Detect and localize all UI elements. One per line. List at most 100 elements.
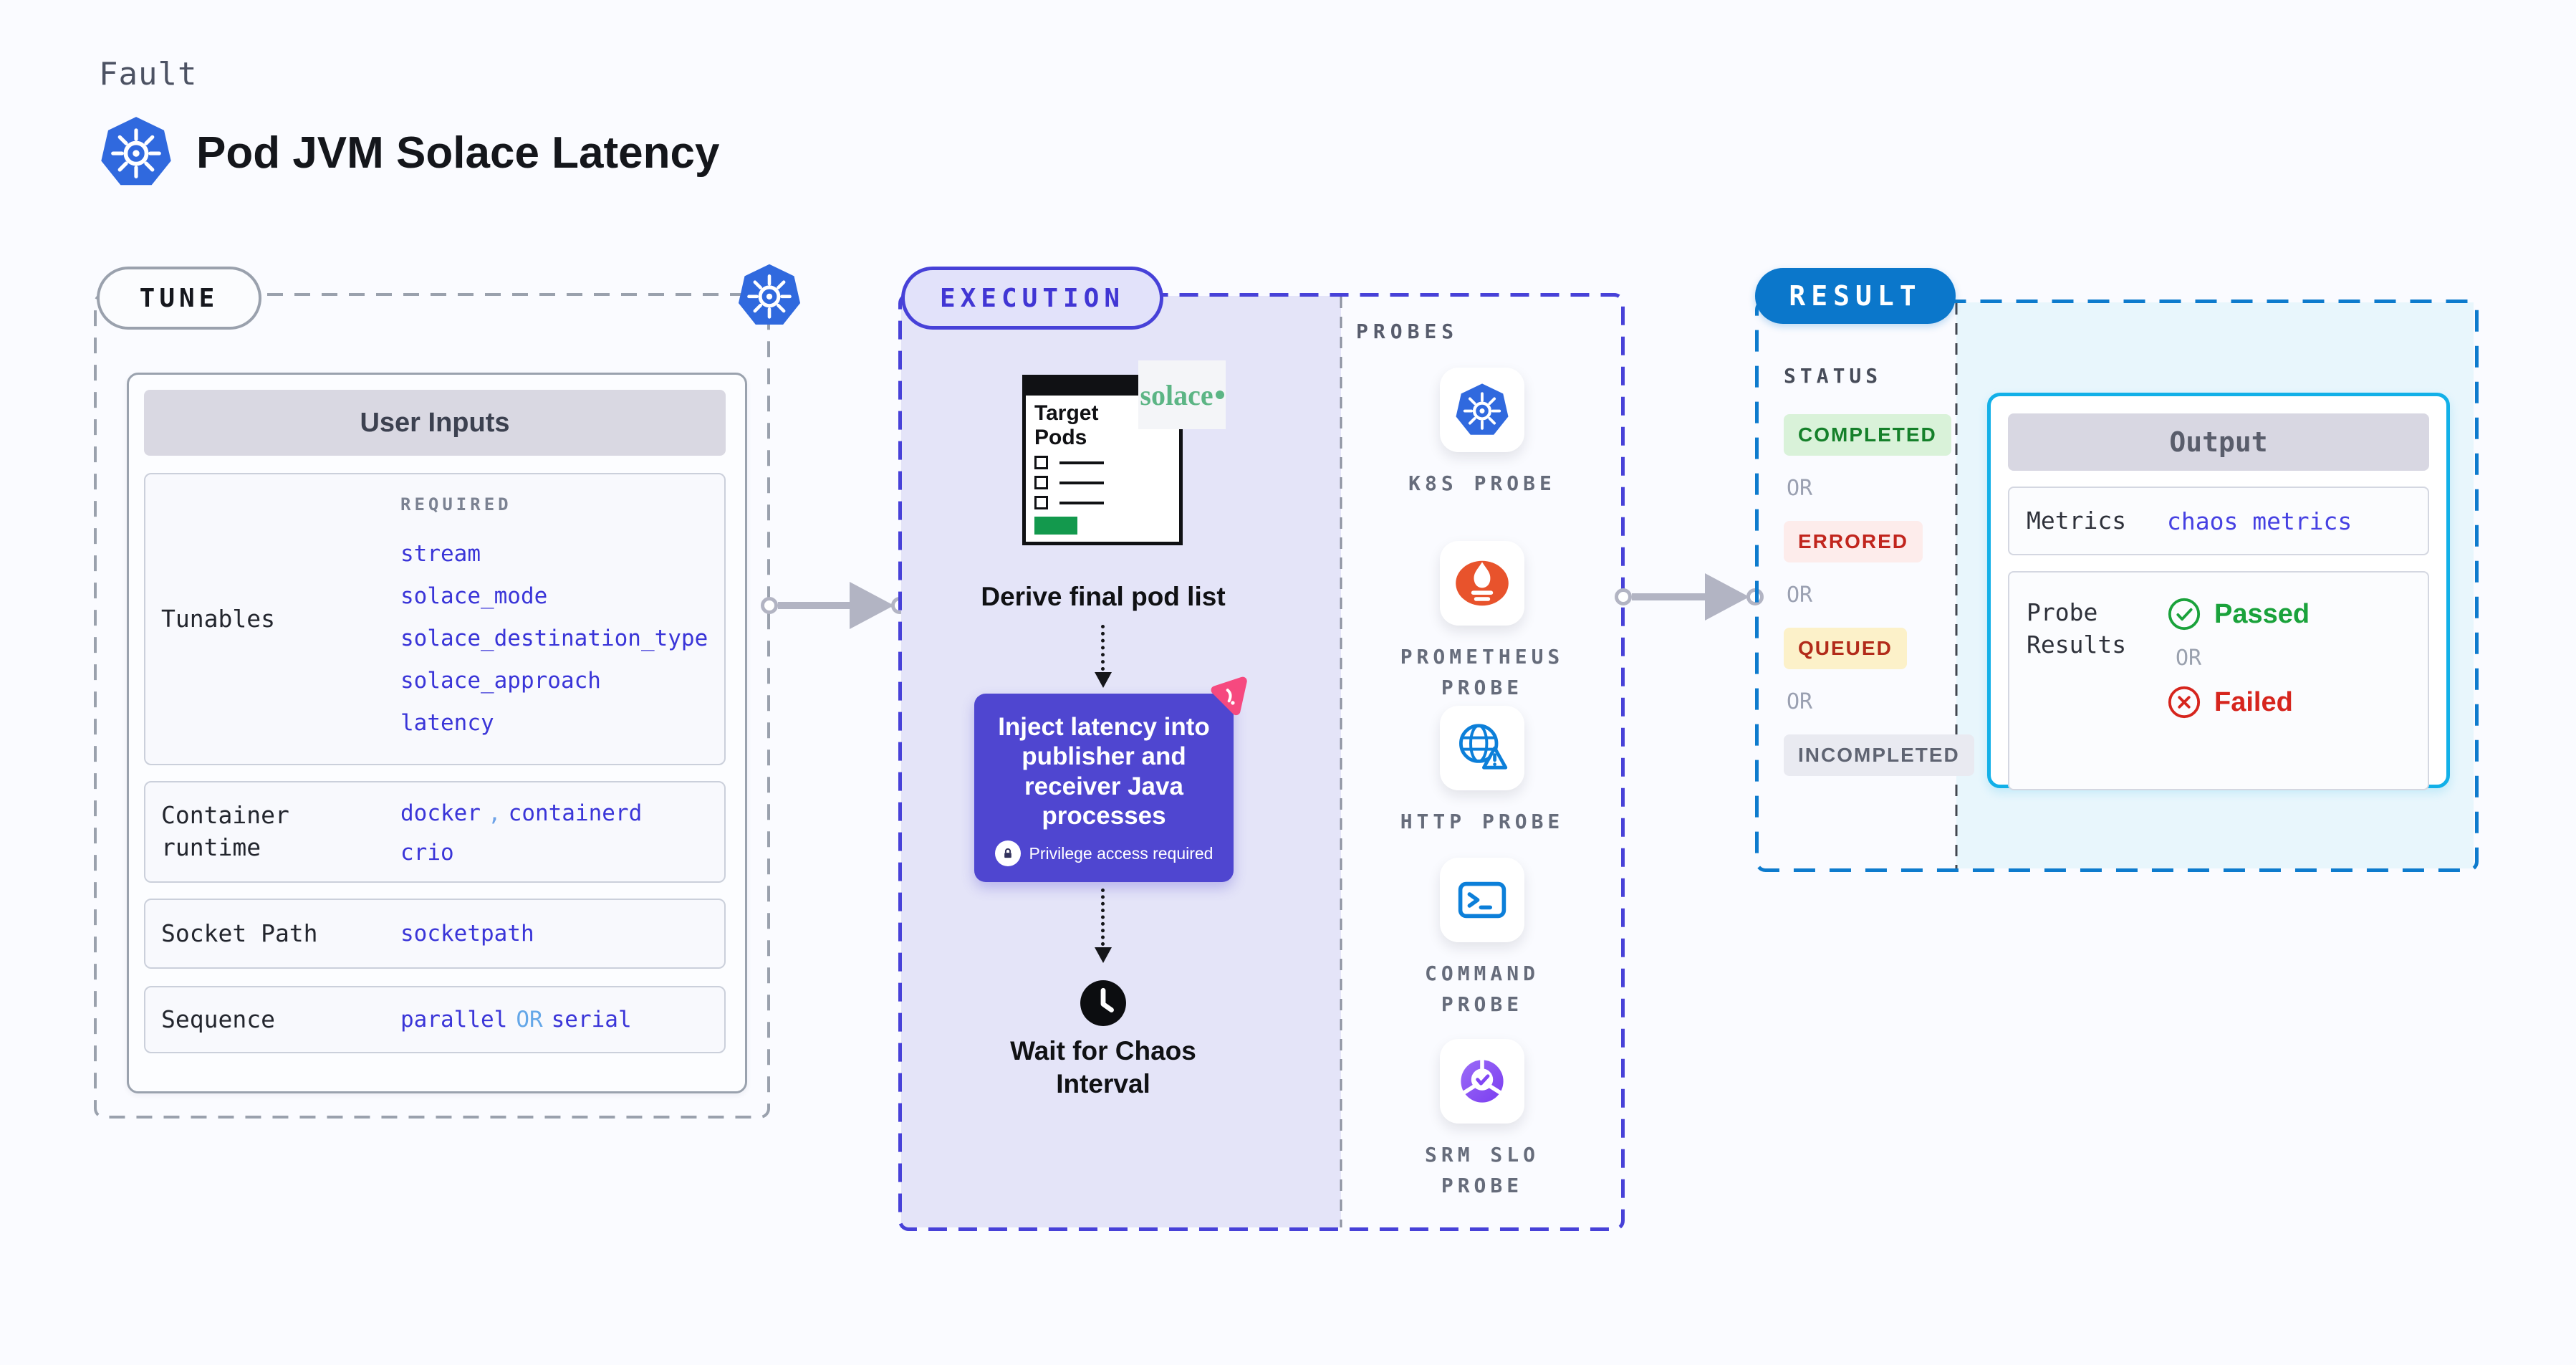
privilege-badge: Privilege access required <box>986 840 1222 867</box>
flow-dotted-line <box>1101 625 1105 671</box>
arrow-head-icon <box>850 582 894 629</box>
arrow-head-icon <box>1095 672 1112 688</box>
privilege-note: Privilege access required <box>1029 843 1213 863</box>
tunables-label: Tunables <box>161 604 275 633</box>
user-inputs-title: User Inputs <box>360 407 510 438</box>
runtime-link-crio[interactable]: crio <box>400 839 454 866</box>
metrics-value-link[interactable]: chaos metrics <box>2167 507 2352 535</box>
status-badge-incompleted: INCOMPLETED <box>1784 734 1974 776</box>
probe-name: HTTP PROBE <box>1400 810 1565 833</box>
probe-name: COMMAND PROBE <box>1424 962 1539 1017</box>
execution-section-label: EXECUTION <box>939 283 1125 313</box>
status-badge-queued: QUEUED <box>1784 628 1907 669</box>
pod-list-item <box>1034 456 1171 470</box>
probe-item-http: HTTP PROBE <box>1382 706 1582 837</box>
probe-results-label: Probe Results <box>2027 598 2127 658</box>
sequence-row: Sequence parallel OR serial <box>144 986 726 1053</box>
probe-card <box>1440 1039 1524 1124</box>
solace-dot-icon <box>1215 391 1224 399</box>
tunable-link-stream[interactable]: stream <box>400 540 481 567</box>
connector-start-dot <box>761 597 778 614</box>
tunables-row: Tunables REQUIRED stream solace_mode sol… <box>144 473 726 765</box>
socket-path-link[interactable]: socketpath <box>400 920 534 947</box>
passed-text: Passed <box>2214 598 2310 629</box>
tune-section-label: TUNE <box>139 283 219 313</box>
solace-logo: solace <box>1138 360 1226 429</box>
chaos-litmus-icon <box>1205 675 1252 722</box>
status-or-label: OR <box>1787 476 1813 501</box>
sequence-link-parallel[interactable]: parallel <box>400 1007 508 1033</box>
probe-card <box>1440 368 1524 452</box>
probe-result-or-label: OR <box>2176 646 2202 671</box>
flow-dotted-line <box>1101 889 1105 946</box>
target-pods-window: Target Pods <box>1022 375 1183 545</box>
runtime-link-docker[interactable]: docker <box>400 800 481 826</box>
wait-step-text: Wait for Chaos Interval <box>1010 1036 1196 1099</box>
checkbox-icon <box>1034 476 1048 490</box>
socket-path-label: Socket Path <box>161 919 318 947</box>
globe-alert-icon <box>1453 719 1511 777</box>
x-circle-icon <box>2168 686 2201 719</box>
tunable-link-solace-destination-type[interactable]: solace_destination_type <box>400 625 708 651</box>
kubernetes-icon <box>99 113 173 191</box>
result-section-pill: RESULT <box>1755 268 1956 324</box>
check-circle-icon <box>2168 598 2201 631</box>
output-box: Output Metrics chaos metrics Probe Resul… <box>1987 393 2450 790</box>
required-label: REQUIRED <box>400 494 512 514</box>
tune-section-pill: TUNE <box>97 267 261 330</box>
derive-step-text: Derive final pod list <box>981 582 1226 611</box>
container-runtime-label: Container runtime <box>161 801 289 861</box>
arrow-head-icon <box>1095 947 1112 963</box>
tunable-link-solace-approach[interactable]: solace_approach <box>400 667 601 694</box>
status-column: COMPLETED OR ERRORED OR QUEUED OR INCOMP… <box>1784 414 1974 776</box>
probe-item-prometheus: PROMETHEUS PROBE <box>1382 541 1582 704</box>
tunables-values: REQUIRED stream solace_mode solace_desti… <box>400 474 708 764</box>
checkbox-icon <box>1034 496 1048 510</box>
pod-list-item <box>1034 496 1171 510</box>
output-header: Output <box>2008 413 2429 471</box>
container-runtime-values: docker , containerd crio <box>400 782 642 881</box>
result-section-label: RESULT <box>1789 280 1922 312</box>
probe-results-row: Probe Results Passed OR Failed <box>2008 571 2429 790</box>
metrics-label: Metrics <box>2027 506 2127 535</box>
probe-result-passed: Passed <box>2167 597 2310 631</box>
tunable-link-latency[interactable]: latency <box>400 709 494 736</box>
runtime-link-containerd[interactable]: containerd <box>508 800 643 826</box>
probe-result-failed: Failed <box>2167 685 2310 719</box>
failed-text: Failed <box>2214 686 2293 717</box>
fault-eyebrow: Fault <box>99 56 198 92</box>
probe-item-command: COMMAND PROBE <box>1382 858 1582 1020</box>
status-or-label: OR <box>1787 583 1813 608</box>
status-or-label: OR <box>1787 689 1813 714</box>
runtime-separator: , <box>487 800 501 826</box>
probe-item-srm-slo: SRM SLO PROBE <box>1382 1039 1582 1202</box>
probe-name: K8S PROBE <box>1408 471 1556 495</box>
probe-name: SRM SLO PROBE <box>1424 1143 1539 1198</box>
kubernetes-icon <box>1454 382 1510 438</box>
arrow-head-icon <box>1705 573 1749 621</box>
execution-to-result-arrow <box>1632 593 1708 600</box>
status-column-label: STATUS <box>1784 364 1883 388</box>
clock-icon <box>1079 979 1128 1028</box>
prometheus-icon <box>1456 560 1509 606</box>
status-badge-completed: COMPLETED <box>1784 414 1951 456</box>
probe-card <box>1440 541 1524 626</box>
inject-step-text: Inject latency into publisher and receiv… <box>998 713 1210 830</box>
checkbox-icon <box>1034 456 1048 470</box>
probe-name: PROMETHEUS PROBE <box>1400 645 1565 700</box>
kubernetes-icon <box>736 261 802 330</box>
sequence-link-serial[interactable]: serial <box>551 1007 632 1033</box>
connector-start-dot <box>1615 588 1632 605</box>
metrics-row: Metrics chaos metrics <box>2008 487 2429 555</box>
pod-list-item <box>1034 476 1171 490</box>
lock-icon <box>994 840 1021 867</box>
terminal-icon <box>1453 871 1511 929</box>
container-runtime-row: Container runtime docker , containerd cr… <box>144 781 726 883</box>
tune-to-execution-arrow <box>778 602 852 609</box>
tunable-link-solace-mode[interactable]: solace_mode <box>400 583 548 609</box>
inject-step-box: Inject latency into publisher and receiv… <box>974 694 1234 883</box>
slo-gauge-icon <box>1453 1053 1511 1110</box>
status-badge-errored: ERRORED <box>1784 521 1923 562</box>
probes-column-label: PROBES <box>1356 320 1459 343</box>
